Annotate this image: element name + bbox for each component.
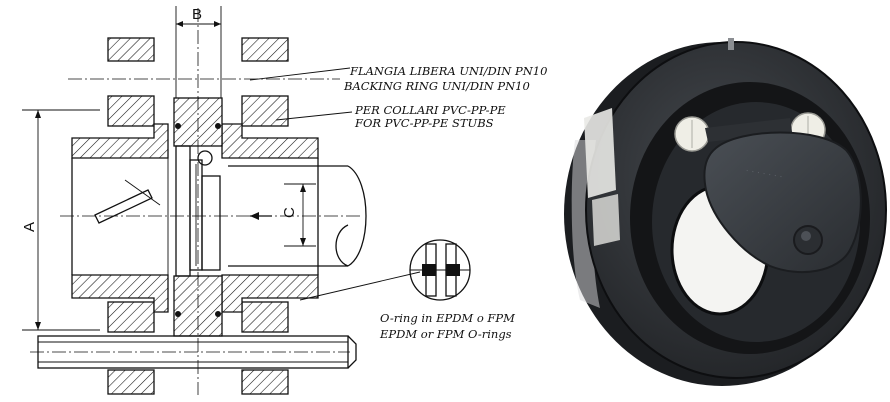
right-flange-top-upper bbox=[241, 37, 289, 62]
label-flange-it: FLANGIA LIBERA UNI/DIN PN10 bbox=[349, 64, 547, 78]
right-flange-bottom-upper bbox=[241, 301, 289, 333]
right-flange-bottom-lower bbox=[241, 369, 289, 395]
left-flange-top-upper bbox=[107, 37, 155, 62]
left-flange-bottom-upper bbox=[107, 301, 155, 333]
label-oring-en: EPDM or FPM O-rings bbox=[379, 327, 512, 341]
oring-detail bbox=[409, 239, 471, 301]
dimension-c-label: C bbox=[281, 207, 298, 218]
label-stubs-en: FOR PVC-PP-PE STUBS bbox=[354, 116, 494, 130]
right-flange-top-lower bbox=[241, 95, 289, 127]
label-oring-it: O-ring in EPDM o FPM bbox=[380, 311, 516, 325]
left-stub-top bbox=[71, 123, 169, 159]
left-flange-top-lower bbox=[107, 95, 155, 127]
right-stub-top bbox=[221, 123, 319, 159]
check-valve-photo: · · · · · · · bbox=[564, 38, 887, 386]
dimension-b-label: B bbox=[192, 6, 202, 23]
label-stubs-it: PER COLLARI PVC-PP-PE bbox=[354, 103, 506, 117]
label-flange-en: BACKING RING UNI/DIN PN10 bbox=[343, 79, 530, 93]
dimension-a-label: A bbox=[21, 222, 38, 232]
left-flange-bottom-lower bbox=[107, 369, 155, 395]
technical-drawing: B A C FLANGIA LIBERA UNI/ bbox=[21, 6, 547, 395]
